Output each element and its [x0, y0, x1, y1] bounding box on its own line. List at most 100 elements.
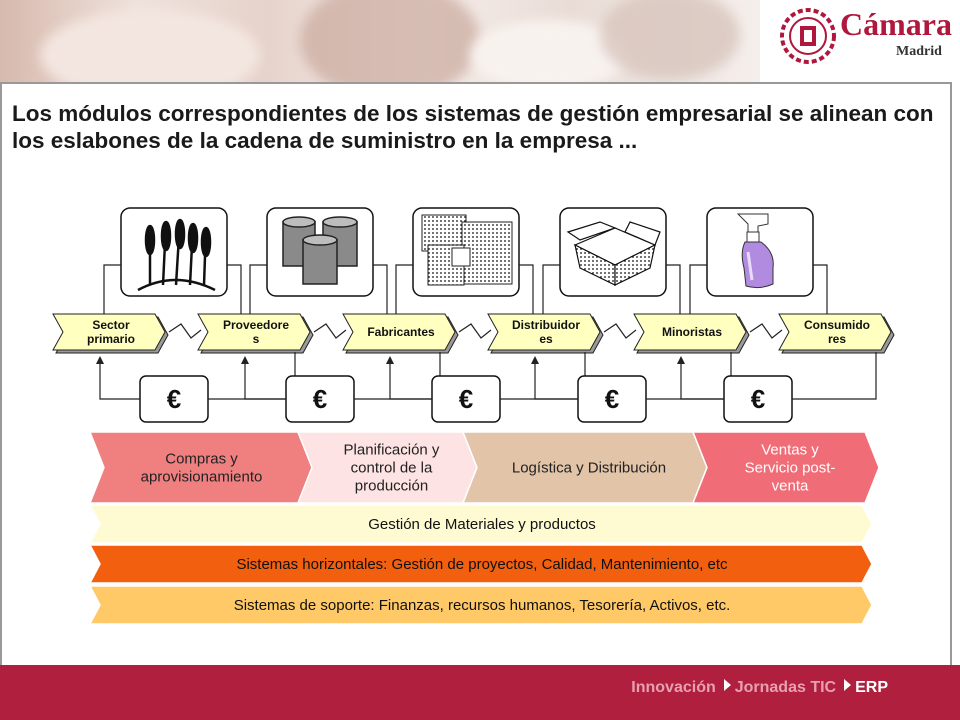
- process-module-label: control de la: [351, 460, 433, 477]
- chain-node: Minoristas: [633, 313, 750, 354]
- icon-box-barrels: [266, 207, 374, 297]
- icon-box-wheat: [120, 207, 228, 297]
- connector-line: [666, 264, 681, 320]
- breadcrumb-innovacion[interactable]: Innovación: [631, 679, 716, 696]
- logo-subtitle: Madrid: [896, 44, 942, 59]
- process-module-label: Servicio post-: [745, 460, 836, 477]
- money-flow-box: €: [531, 352, 732, 423]
- system-band-label: Gestión de Materiales y productos: [368, 516, 596, 533]
- chain-node: Fabricantes: [342, 313, 459, 354]
- money-arrow: [244, 364, 286, 400]
- money-arrow: [500, 352, 586, 400]
- connector-line: [519, 264, 534, 320]
- process-module-label: Compras y: [165, 451, 238, 468]
- chain-connectors: [103, 264, 828, 339]
- system-band: Sistemas de soporte: Finanzas, recursos …: [88, 585, 873, 625]
- logo-text: Cámara: [840, 6, 952, 42]
- footer-bar: Innovación Jornadas TIC ERP: [0, 665, 960, 720]
- breadcrumb: Innovación Jornadas TIC ERP: [631, 679, 888, 697]
- arrow-up-icon: [531, 356, 539, 364]
- icon-box-box: [559, 207, 667, 297]
- money-flow-boxes: € € € € €: [96, 352, 877, 423]
- connector-line: [813, 264, 828, 320]
- money-flow-box: €: [677, 352, 877, 423]
- money-flow-box: €: [386, 352, 586, 423]
- connector-line: [103, 264, 121, 320]
- chain-link: [458, 323, 492, 339]
- header-photo: [0, 0, 760, 82]
- open-box-icon: [566, 221, 661, 286]
- money-flow-box: €: [241, 352, 441, 423]
- euro-symbol: €: [459, 384, 473, 414]
- euro-symbol: €: [313, 384, 327, 414]
- chain-node-label: Consumido: [804, 318, 870, 332]
- camara-seal-icon: [780, 8, 836, 64]
- barrels-icon: [282, 216, 358, 285]
- spray-bottle-icon: [736, 213, 774, 289]
- chain-node-label: s: [253, 332, 260, 346]
- icon-box-spray: [706, 207, 814, 297]
- page-title: Los módulos correspondientes de los sist…: [12, 101, 934, 153]
- euro-symbol: €: [751, 384, 765, 414]
- chain-node-label: es: [539, 332, 553, 346]
- chain-node-label: Fabricantes: [367, 325, 435, 339]
- chain-link: [168, 323, 202, 339]
- breadcrumb-erp[interactable]: ERP: [855, 679, 888, 696]
- process-module-label: Logística y Distribución: [512, 460, 666, 477]
- arrow-up-icon: [96, 356, 104, 364]
- chain-node-label: Proveedore: [223, 318, 289, 332]
- euro-symbol: €: [167, 384, 181, 414]
- connector-line: [395, 264, 413, 320]
- money-arrow: [792, 352, 877, 400]
- connector-line: [249, 264, 267, 320]
- chain-link: [749, 323, 783, 339]
- chain-node-label: Distribuidor: [512, 318, 580, 332]
- chain-link: [313, 323, 347, 339]
- process-module: Logística y Distribución: [461, 431, 708, 504]
- process-modules: Compras yaprovisionamientoPlanificación …: [88, 431, 880, 504]
- arrow-up-icon: [241, 356, 249, 364]
- system-band-label: Sistemas horizontales: Gestión de proyec…: [236, 556, 728, 573]
- money-flow-box: €: [96, 352, 296, 423]
- logo: Cámara Madrid: [760, 0, 960, 82]
- process-module-label: aprovisionamiento: [141, 469, 263, 486]
- process-module-label: venta: [772, 478, 809, 495]
- money-arrow: [389, 364, 432, 400]
- arrow-up-icon: [386, 356, 394, 364]
- system-bands: Gestión de Materiales y productosSistema…: [88, 504, 873, 625]
- money-arrow: [534, 364, 578, 400]
- chain-link: [603, 323, 637, 339]
- triangle-right-icon: [723, 679, 731, 691]
- connector-line: [542, 264, 560, 320]
- chain-node-label: Minoristas: [662, 325, 722, 339]
- connector-line: [689, 264, 707, 320]
- chain-node-label: Sector: [92, 318, 130, 332]
- factory-boxes-icon: [421, 214, 513, 286]
- icon-box-factory: [412, 207, 520, 297]
- chain-node-label: primario: [87, 332, 135, 346]
- euro-symbol: €: [605, 384, 619, 414]
- money-arrow: [99, 364, 140, 400]
- system-band: Gestión de Materiales y productos: [88, 504, 873, 544]
- process-module-label: Ventas y: [761, 442, 819, 459]
- connector-line: [373, 264, 388, 320]
- wheat-icon: [137, 218, 216, 292]
- arrow-up-icon: [677, 356, 685, 364]
- breadcrumb-jornadas-tic[interactable]: Jornadas TIC: [734, 679, 837, 696]
- money-arrow: [646, 352, 732, 400]
- money-arrow: [680, 364, 724, 400]
- process-module-label: producción: [355, 478, 428, 495]
- triangle-right-icon: [844, 679, 852, 691]
- money-arrow: [354, 352, 441, 400]
- connector-line: [227, 264, 242, 320]
- money-arrow: [208, 352, 296, 400]
